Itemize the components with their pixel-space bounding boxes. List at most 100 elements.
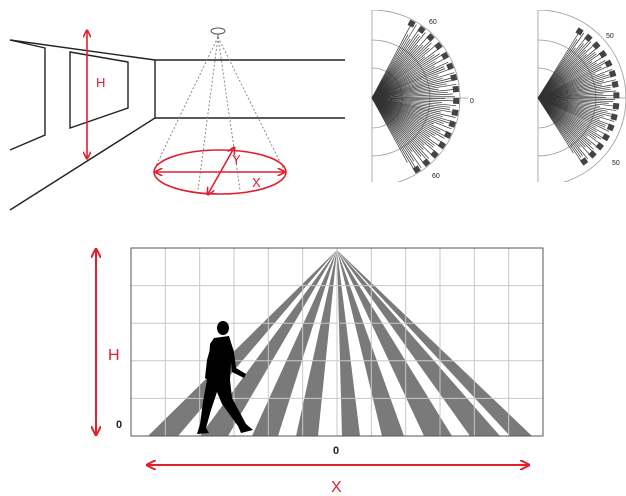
angle-label-bottom-right: 50 — [612, 160, 620, 167]
detection-ray — [537, 97, 609, 137]
detection-ray — [537, 74, 610, 99]
detection-ray — [371, 97, 456, 114]
ray-tip — [421, 158, 431, 167]
detection-ray — [537, 97, 594, 150]
detection-ray — [371, 68, 452, 99]
ray-tip — [443, 130, 452, 139]
ray-tip — [437, 140, 447, 150]
detection-ray — [371, 83, 457, 99]
detection-ray — [371, 97, 452, 122]
detection-rays-right — [537, 27, 620, 166]
detection-ray — [371, 97, 445, 145]
ray-tip — [430, 150, 439, 159]
detection-ray — [537, 54, 606, 99]
detection-ray — [371, 72, 455, 99]
detection-rays-left — [371, 19, 460, 174]
light-cone — [153, 36, 285, 191]
detection-ray — [537, 97, 617, 112]
coverage-x-label: X — [252, 175, 261, 190]
ray-tip — [453, 97, 460, 105]
angle-label-bottom: 60 — [432, 173, 440, 180]
ray-tip — [579, 157, 589, 166]
detection-ray — [537, 97, 612, 115]
detection-ray — [371, 97, 450, 134]
detection-ray — [371, 97, 434, 148]
detection-ray — [371, 97, 457, 107]
ray-tip — [611, 80, 619, 88]
detection-ray — [371, 32, 426, 99]
detection-ray — [371, 47, 430, 99]
detection-ray — [371, 97, 435, 158]
ray-tip — [452, 85, 460, 93]
detection-ray — [537, 35, 588, 99]
detection-beam — [337, 250, 532, 436]
detection-ray — [371, 66, 445, 99]
ray-tip — [595, 142, 605, 151]
detection-ray — [537, 60, 606, 99]
detection-ray — [537, 79, 616, 99]
detection-ray — [537, 90, 617, 99]
detection-ray — [371, 28, 420, 99]
detection-ray — [371, 97, 422, 169]
width-center-label: 0 — [333, 445, 339, 457]
detection-ray — [371, 97, 444, 124]
detection-ray — [537, 97, 588, 160]
room-walls — [9, 39, 345, 211]
polar-pattern-right: 50 50 — [537, 10, 626, 182]
detection-ray — [371, 56, 448, 99]
detection-ray — [371, 24, 412, 99]
detection-ray — [537, 64, 611, 99]
detection-beam — [337, 250, 452, 436]
detection-ray — [371, 97, 437, 153]
detection-ray — [537, 97, 616, 100]
detection-ray — [371, 97, 426, 166]
height-axis-label: H — [108, 347, 120, 364]
mount-height-label: H — [96, 75, 105, 90]
detection-ray — [371, 88, 457, 99]
detection-ray — [371, 97, 456, 118]
ray-tip — [451, 109, 459, 117]
detection-ray — [371, 97, 441, 132]
polar-ring — [537, 10, 626, 182]
detection-ray — [537, 97, 615, 122]
detection-ray — [537, 97, 574, 154]
detection-ray — [537, 97, 583, 163]
ray-tip — [608, 70, 617, 78]
beam-grid — [131, 248, 543, 436]
detection-ray — [371, 95, 455, 99]
detection-ray — [537, 41, 589, 99]
angle-label-top-right: 50 — [606, 33, 614, 40]
ray-tip — [610, 113, 618, 121]
detection-ray — [537, 97, 593, 158]
ray-tip — [601, 133, 610, 142]
ray-tip — [598, 50, 608, 59]
ray-tip — [613, 92, 620, 99]
coverage-y-label: Y — [232, 152, 241, 167]
detection-ray — [371, 97, 445, 136]
detection-ray — [537, 97, 612, 126]
ray-tip — [407, 19, 416, 28]
detection-ray — [371, 93, 453, 99]
detection-ray — [371, 24, 417, 99]
detection-ray — [371, 97, 441, 148]
detection-ray — [537, 84, 616, 99]
detection-ray — [371, 97, 408, 163]
ray-tip — [592, 41, 601, 50]
walking-person-icon — [197, 321, 253, 434]
detection-ray — [371, 43, 439, 99]
detection-ray — [371, 97, 450, 124]
ray-tip — [606, 123, 615, 132]
detection-ray — [371, 97, 450, 110]
detection-ray — [371, 97, 422, 157]
detection-ray — [537, 46, 598, 99]
detection-ray — [537, 97, 603, 146]
room-perspective-sketch: H Y X — [9, 27, 345, 211]
detection-ray — [537, 97, 602, 140]
detection-ray — [537, 97, 600, 149]
width-axis-label: X — [331, 479, 342, 496]
detection-ray — [537, 97, 604, 139]
angle-label-top: 60 — [429, 19, 437, 26]
ray-tip — [426, 33, 435, 42]
ray-tip — [588, 150, 597, 159]
